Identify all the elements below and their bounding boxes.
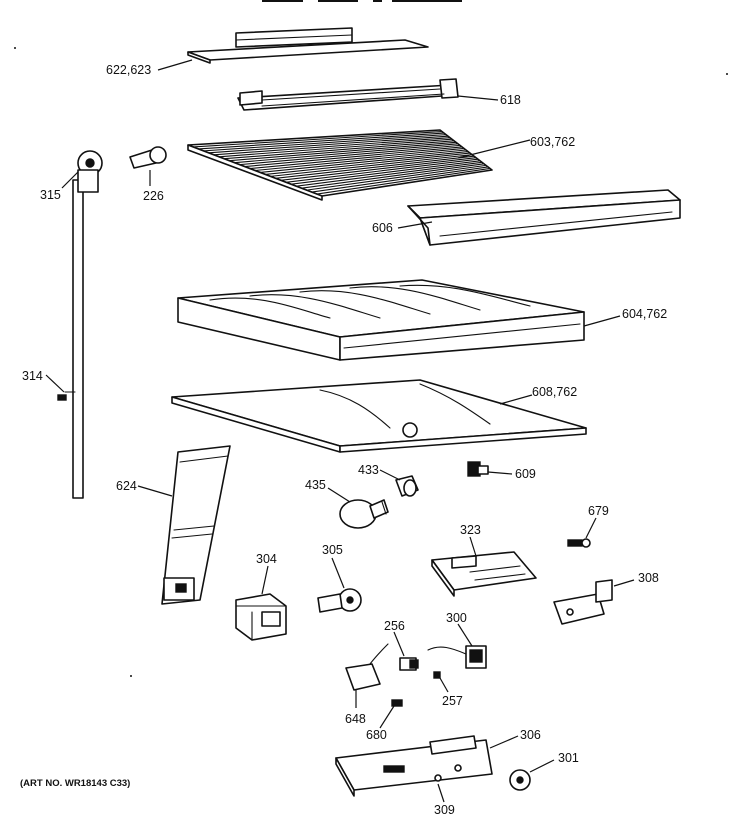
part-cam: [129, 146, 167, 169]
shelf-wire: [223, 140, 455, 160]
callout-314: 314: [22, 369, 43, 383]
callout-256: 256: [384, 619, 405, 633]
shelf-wire: [218, 138, 453, 158]
shelf-wire: [311, 166, 489, 193]
specks: [14, 47, 728, 677]
callout-300: 300: [446, 611, 467, 625]
shelf-wire: [275, 155, 475, 179]
callout-306: 306: [520, 728, 541, 742]
shelf-wire: [264, 152, 471, 175]
part-bottom-housing: [335, 735, 493, 797]
shelf-wire: [295, 161, 483, 187]
callout-308: 308: [638, 571, 659, 585]
part-hinge-rod: [57, 150, 103, 499]
shelf-wire: [197, 132, 445, 150]
part-thermostat: [317, 588, 362, 613]
shelf-wire: [290, 160, 481, 185]
shelf-wire: [280, 157, 477, 181]
shelf-wire: [259, 150, 469, 174]
part-control-housing: [431, 551, 537, 597]
callout-304: 304: [256, 552, 277, 566]
shelf-wire: [192, 130, 443, 148]
part-switch: [427, 645, 487, 669]
callout-618: 618: [500, 93, 521, 107]
callout-608-762: 608,762: [532, 385, 577, 399]
shelf-wire: [228, 141, 457, 162]
callout-679: 679: [588, 504, 609, 518]
callout-309: 309: [434, 803, 455, 817]
shelf-wire: [249, 147, 465, 170]
part-lower-pan: [171, 379, 587, 453]
callout-257: 257: [442, 694, 463, 708]
callout-622-623: 622,623: [106, 63, 151, 77]
part-clip: [467, 461, 489, 477]
part-top-cover: [187, 27, 429, 64]
shelf-wire: [208, 135, 449, 154]
callout-609: 609: [515, 467, 536, 481]
callout-315: 315: [40, 188, 61, 202]
callout-680: 680: [366, 728, 387, 742]
callout-433: 433: [358, 463, 379, 477]
part-screw: [567, 538, 591, 548]
callout-226: 226: [143, 189, 164, 203]
callout-435: 435: [305, 478, 326, 492]
part-shelf-front: [407, 189, 681, 246]
callout-305: 305: [322, 543, 343, 557]
part-bracket-plate: [553, 579, 613, 625]
art-number: (ART NO. WR18143 C33): [20, 778, 130, 789]
part-shelf-grid: [187, 129, 493, 201]
part-257: [433, 671, 441, 679]
callout-648: 648: [345, 712, 366, 726]
shelf-wire: [285, 158, 479, 183]
callout-301: 301: [558, 751, 579, 765]
part-bracket: [237, 78, 459, 111]
shelf-wire: [269, 154, 473, 177]
part-upper-pan: [177, 279, 585, 361]
shelf-wire: [316, 167, 491, 195]
shelf-wire: [238, 144, 461, 166]
part-knob: [509, 769, 531, 791]
shelf-wire: [233, 143, 459, 164]
shelf-wire: [254, 149, 467, 172]
shelf-wire: [213, 137, 451, 156]
part-channel: [161, 445, 231, 605]
shelf-wire: [305, 164, 487, 191]
part-680: [391, 699, 403, 707]
callout-604-762: 604,762: [622, 307, 667, 321]
shelf-wire: [202, 134, 447, 152]
callout-323: 323: [460, 523, 481, 537]
part-socket: [395, 475, 419, 497]
shelf-wire: [244, 146, 463, 168]
callout-603-762: 603,762: [530, 135, 575, 149]
callout-624: 624: [116, 479, 137, 493]
callout-606: 606: [372, 221, 393, 235]
part-bulb: [339, 499, 389, 529]
part-relay: [399, 657, 419, 671]
shelf-wire: [300, 163, 485, 189]
part-housing-block: [235, 593, 287, 641]
part-capacitor: [345, 643, 389, 691]
